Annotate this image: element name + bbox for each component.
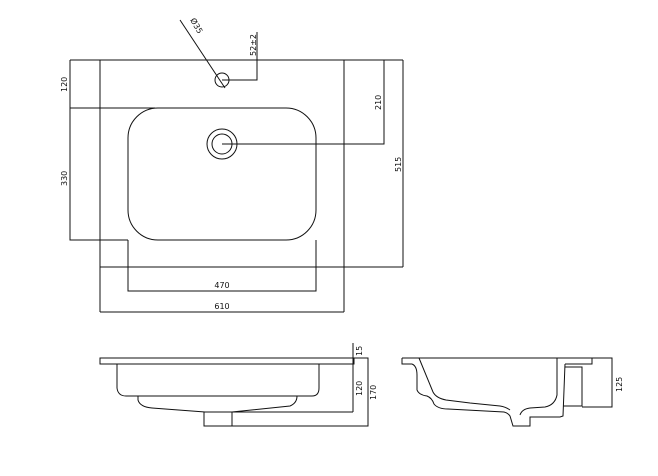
bowl-profile xyxy=(116,364,320,397)
side-dim xyxy=(582,357,613,408)
dim-total-width-label: 610 xyxy=(214,302,229,311)
bowl-outer-wall xyxy=(411,363,566,427)
hole-offset-label: 52±2 xyxy=(249,34,258,56)
dim-bowl-width-label: 470 xyxy=(214,281,229,290)
dim-drain-label: 210 xyxy=(374,95,383,110)
dim-rim-label: 15 xyxy=(355,346,364,356)
back-panel xyxy=(563,366,583,407)
dim-front-label: 120 xyxy=(60,77,69,92)
back-wall xyxy=(519,358,558,416)
hole-offset-dim xyxy=(222,32,258,81)
bowl-outline xyxy=(127,107,317,241)
front-view: 15 120 170 xyxy=(99,343,378,427)
side-rim-left xyxy=(401,358,412,365)
bowl-bottom xyxy=(137,395,298,413)
hole-diameter-label: Ø35 xyxy=(188,16,205,35)
side-rim xyxy=(402,357,593,365)
dim-bowl-depth-label: 330 xyxy=(60,171,69,186)
left-dim xyxy=(69,60,128,241)
bowl-inner-wall xyxy=(418,357,511,411)
dim-170-line xyxy=(204,357,369,427)
outlet xyxy=(203,411,233,427)
dim-total-depth-label: 515 xyxy=(394,157,403,172)
dim-side-height-label: 125 xyxy=(615,377,624,392)
dim-total-height-label: 170 xyxy=(369,385,378,400)
bowl-width-dim xyxy=(127,240,317,292)
drain-dim xyxy=(222,60,385,145)
top-view: Ø35 52±2 120 330 210 515 470 610 xyxy=(60,16,404,313)
dim-bowl-height-label: 120 xyxy=(355,381,364,396)
hole-leader xyxy=(179,19,226,89)
rim xyxy=(99,357,355,365)
side-view: 125 xyxy=(401,357,624,427)
